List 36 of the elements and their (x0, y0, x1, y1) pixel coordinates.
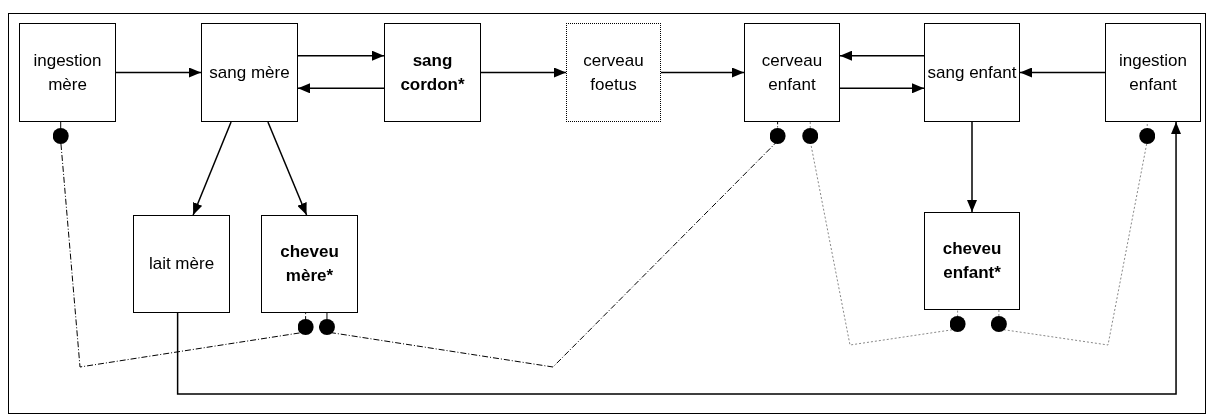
arrow (297, 83, 385, 94)
dotted-connector (802, 121, 966, 346)
process-box (924, 212, 1020, 310)
arrow (297, 50, 385, 61)
dotted-connector (52, 121, 314, 368)
arrow (192, 121, 232, 216)
arrow (267, 121, 308, 216)
dotted-connector (318, 121, 786, 368)
node-label: cerveau enfant (760, 49, 824, 96)
arrow (967, 121, 977, 213)
node-label: ingestion mère (32, 49, 103, 96)
process-box (1105, 23, 1201, 122)
process-box (19, 23, 116, 122)
arrow (839, 50, 925, 61)
dotted-box (566, 23, 661, 122)
arrow (176, 121, 1182, 395)
arrow (660, 67, 745, 78)
node-label: cerveau foetus (582, 49, 645, 96)
node-label: lait mère (148, 253, 215, 275)
arrow (1019, 67, 1106, 78)
process-box (133, 215, 230, 313)
process-box (924, 23, 1020, 122)
arrow (115, 67, 202, 78)
process-box (261, 215, 358, 313)
dotted-connector (990, 121, 1156, 346)
process-box (201, 23, 298, 122)
process-box (744, 23, 840, 122)
node-label: cheveu mère* (279, 241, 340, 287)
process-box (384, 23, 481, 122)
node-label: ingestion enfant (1117, 49, 1189, 96)
node-label: sang cordon* (399, 49, 466, 96)
arrow (839, 83, 925, 94)
node-label: cheveu enfant* (941, 238, 1003, 284)
arrow (480, 67, 567, 78)
node-label: sang enfant (927, 61, 1017, 84)
node-label: sang mère (209, 61, 290, 84)
